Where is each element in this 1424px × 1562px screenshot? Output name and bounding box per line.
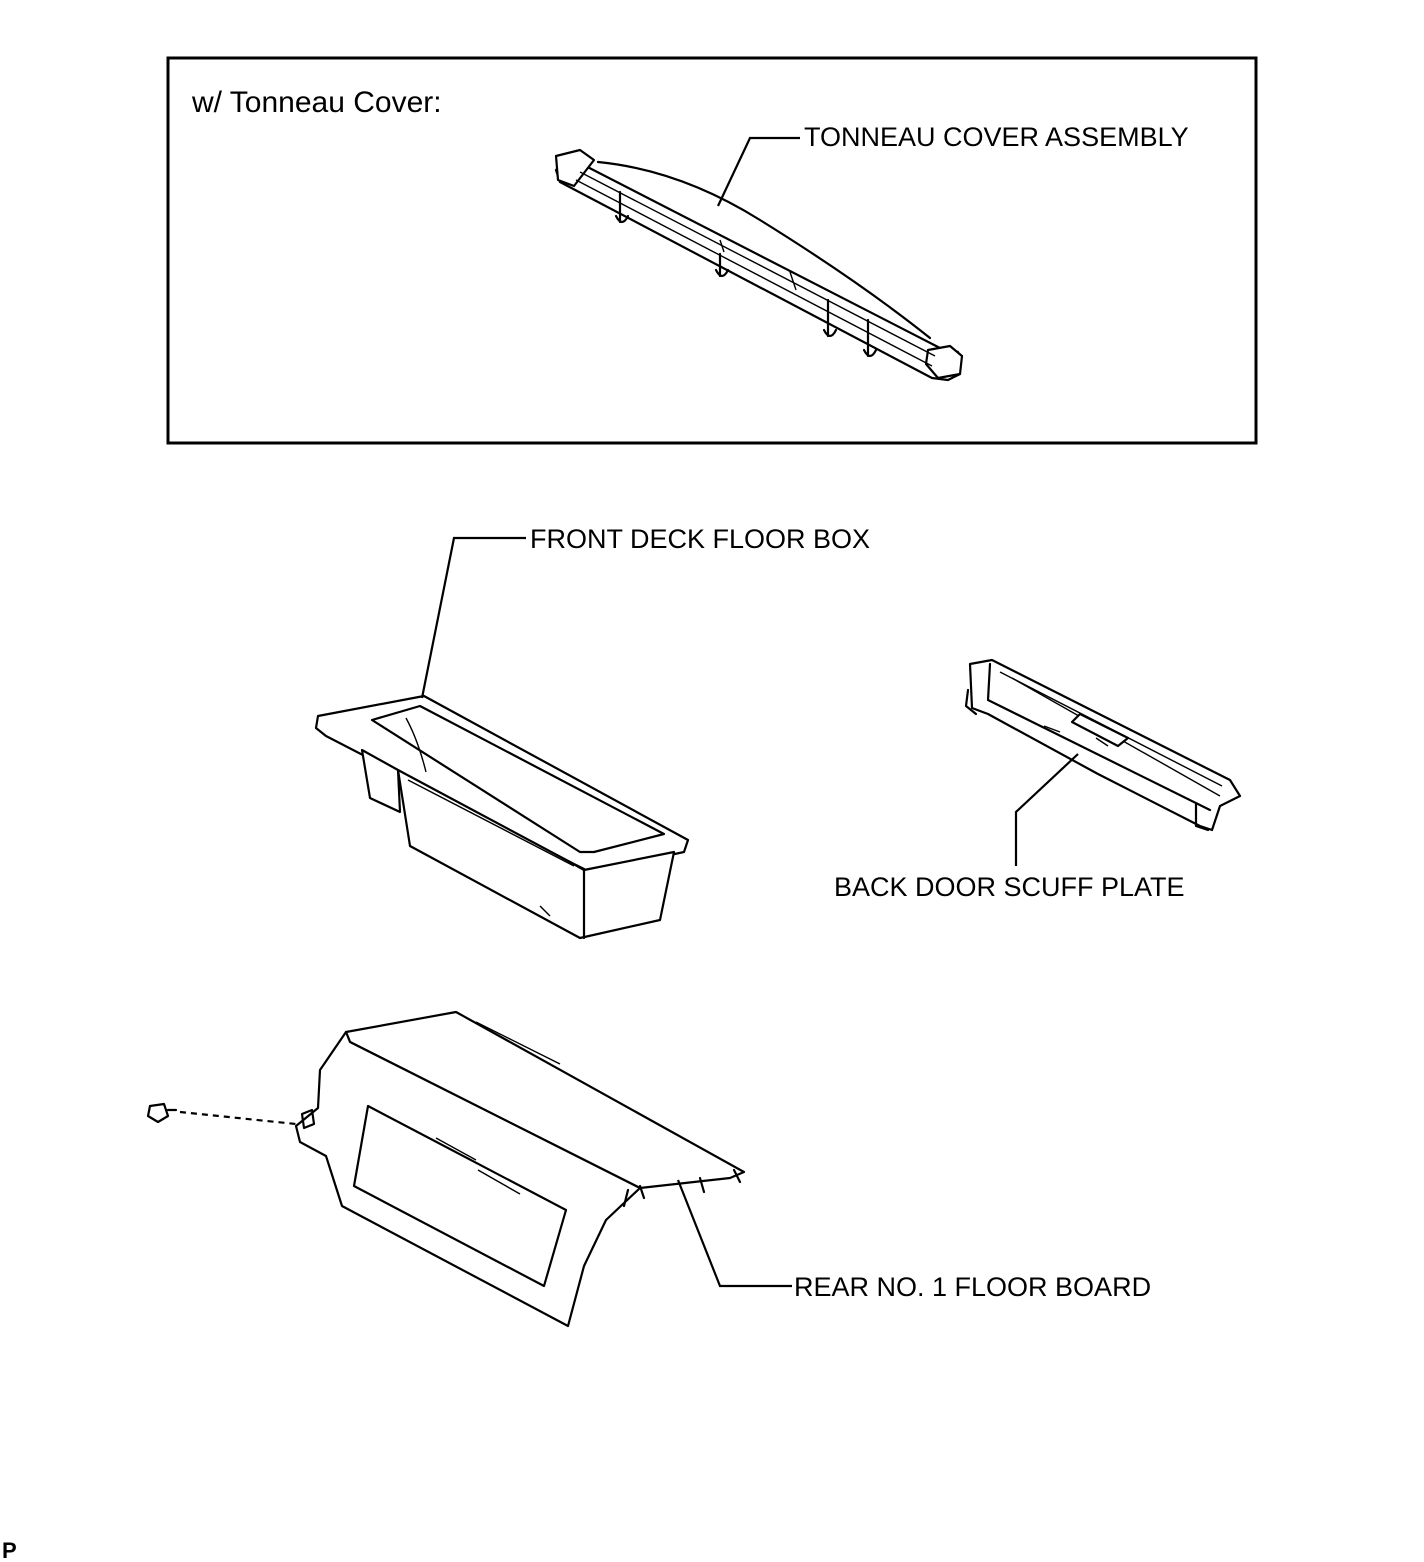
rear-no1-floor-board-label: REAR NO. 1 FLOOR BOARD xyxy=(794,1272,1151,1302)
tonneau-cover-inset: w/ Tonneau Cover: TONNEAU COVER ASSEMBLY xyxy=(166,56,1258,445)
back-door-scuff-plate-label: BACK DOOR SCUFF PLATE xyxy=(834,872,1185,902)
tonneau-cover-assembly-label: TONNEAU COVER ASSEMBLY xyxy=(804,122,1189,152)
front-deck-floor-box-drawing xyxy=(314,694,690,940)
tonneau-cover-drawing xyxy=(554,148,964,382)
front-deck-floor-box-label: FRONT DECK FLOOR BOX xyxy=(530,524,870,554)
rear-no1-floor-board-drawing xyxy=(146,1010,746,1328)
back-door-scuff-plate-drawing xyxy=(964,658,1242,832)
inset-title: w/ Tonneau Cover: xyxy=(191,86,442,119)
corner-code: P xyxy=(2,1538,17,1562)
